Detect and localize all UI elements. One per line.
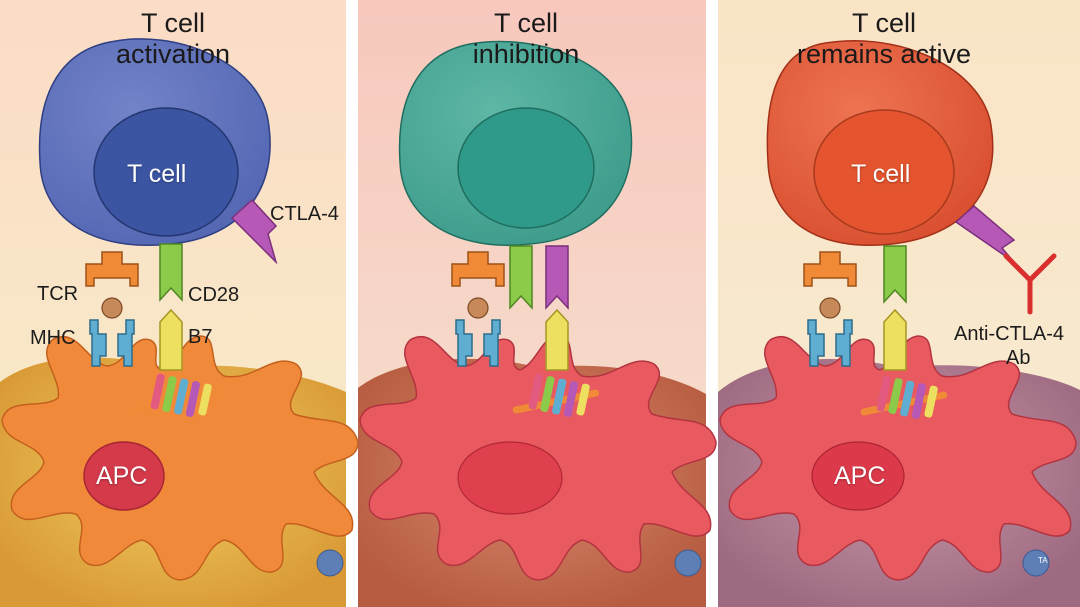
title-line: T cell bbox=[493, 8, 559, 38]
panel-active-title: T cell remains active bbox=[714, 8, 1054, 70]
b7-label: B7 bbox=[188, 326, 213, 348]
tcr-label: TCR bbox=[37, 283, 79, 305]
apc-nucleus bbox=[83, 441, 165, 511]
antibody-label-line2: Ab bbox=[1006, 347, 1031, 369]
ctla4-label: CTLA-4 bbox=[270, 203, 339, 225]
corner-mark: TA bbox=[1038, 556, 1048, 565]
ctla4-receptor bbox=[545, 245, 569, 310]
title-line: inhibition bbox=[472, 39, 580, 69]
title-line: remains active bbox=[796, 39, 972, 69]
small-cell bbox=[674, 549, 702, 577]
t-cell-nucleus bbox=[457, 107, 595, 229]
apc-nucleus bbox=[457, 441, 563, 515]
t-cell-nucleus bbox=[93, 107, 239, 237]
b7-ligand bbox=[545, 308, 569, 371]
antibody-label-line1: Anti-CTLA-4 bbox=[954, 323, 1065, 345]
title-line: T cell bbox=[851, 8, 917, 38]
antigen-peptide bbox=[101, 297, 123, 319]
small-cell bbox=[316, 549, 344, 577]
apc-label: APC bbox=[96, 462, 148, 490]
antigen-peptide bbox=[819, 297, 841, 319]
apc-nucleus bbox=[811, 441, 905, 511]
cd28-label: CD28 bbox=[188, 284, 240, 306]
t-cell-nucleus bbox=[813, 109, 955, 235]
apc-label: APC bbox=[834, 462, 886, 490]
cd28-receptor bbox=[509, 245, 533, 310]
ctla4-receptor bbox=[230, 198, 278, 265]
mhc-label: MHC bbox=[30, 327, 76, 349]
t-cell-label: T cell bbox=[127, 160, 187, 188]
b7-ligand bbox=[883, 308, 907, 371]
t-cell-label: T cell bbox=[851, 160, 911, 188]
title-line: T cell bbox=[140, 8, 206, 38]
panel-inhibition bbox=[358, 40, 717, 607]
antibody-icon bbox=[1003, 253, 1057, 315]
title-line: activation bbox=[115, 39, 231, 69]
panel-activation-title: T cell activation bbox=[3, 8, 343, 70]
panel-activation bbox=[0, 38, 359, 607]
small-cell bbox=[1022, 549, 1050, 577]
panel-inhibition-title: T cell inhibition bbox=[356, 8, 696, 70]
cd28-receptor bbox=[159, 243, 183, 302]
panel-active bbox=[718, 40, 1080, 607]
antigen-peptide bbox=[467, 297, 489, 319]
cd28-receptor bbox=[883, 245, 907, 304]
b7-ligand bbox=[159, 308, 183, 371]
